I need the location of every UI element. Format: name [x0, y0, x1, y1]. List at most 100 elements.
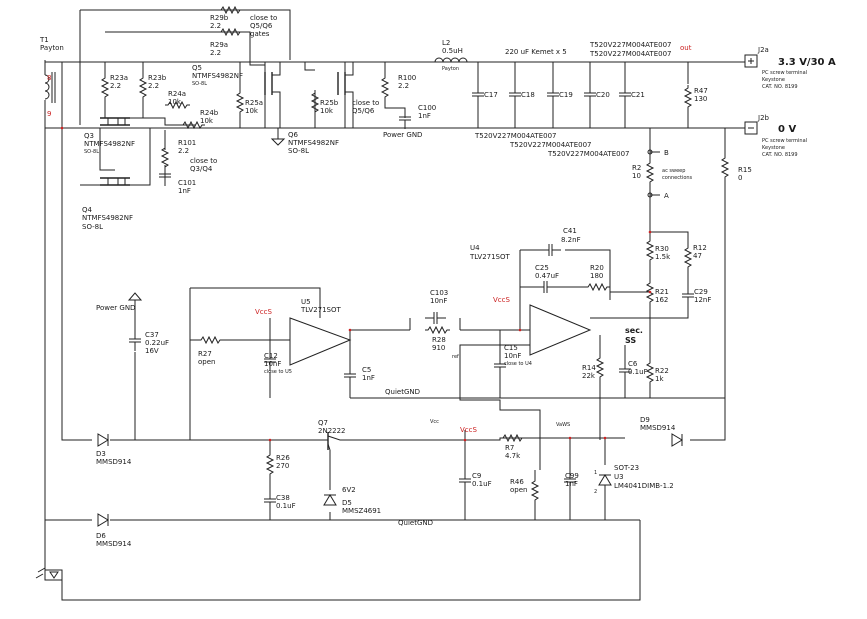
diode-d6 — [97, 513, 109, 527]
resistor-r47 — [684, 84, 692, 111]
q7-ref: Q7 — [318, 419, 328, 427]
j2b-d2: Keystone — [762, 145, 785, 151]
r20-ref: R20 — [590, 264, 604, 272]
j2a-ref: J2a — [757, 46, 769, 54]
q3-ref: Q3 — [84, 132, 94, 140]
tp-a: A — [664, 192, 669, 200]
c9-ref: C9 — [472, 472, 481, 480]
resistor-r23a — [101, 74, 109, 101]
u5-val: TLV271SOT — [300, 306, 342, 314]
d5-ref: D5 — [342, 499, 352, 507]
r20-val: 180 — [590, 272, 603, 280]
c15-note: close to U4 — [504, 361, 532, 367]
q4-pkg: SO-8L — [82, 223, 103, 231]
capacitor-c41 — [539, 243, 562, 257]
qgnd1: QuietGND — [385, 388, 420, 396]
terminal-j2b — [744, 121, 758, 135]
reference-u3 — [598, 474, 612, 486]
r47-val: 130 — [694, 95, 707, 103]
r29a-val: 2.2 — [210, 49, 221, 57]
c29-val: 12nF — [694, 296, 711, 304]
sec-label: sec. — [625, 326, 643, 335]
capacitor-c18 — [508, 83, 522, 106]
r30-val: 1.5k — [655, 253, 671, 261]
c38-val: 0.1uF — [276, 502, 296, 510]
t520-bot1: T520V227M004ATE007 — [474, 132, 557, 140]
vaws-label: VaWS — [556, 422, 570, 428]
c101-val: 1nF — [178, 187, 191, 195]
r24b-val: 10k — [200, 117, 214, 125]
r29-note2: Q5/Q6 — [250, 22, 273, 30]
resistor-r30 — [646, 237, 654, 264]
sot23: SOT-23 — [614, 464, 639, 472]
resistor-r22 — [646, 359, 654, 386]
q34-note1: close to — [190, 157, 217, 165]
r23a-val: 2.2 — [110, 82, 121, 90]
t1-val: Payton — [40, 44, 64, 52]
r22-ref: R22 — [655, 367, 669, 375]
u3-p1: 1 — [594, 470, 597, 476]
c12-note: close to U5 — [264, 369, 292, 375]
q6-val: NTMFS4982NF — [288, 139, 339, 147]
q56-note2: Q5/Q6 — [352, 107, 375, 115]
t1-p9: 9 — [47, 110, 51, 118]
c38-ref: C38 — [276, 494, 290, 502]
power-gnd-symbol — [271, 134, 285, 146]
diode-d9 — [671, 433, 683, 447]
r12-ref: R12 — [693, 244, 707, 252]
r25a-val: 10k — [245, 107, 259, 115]
ref-label: ref — [452, 354, 459, 360]
resistor-r15 — [721, 154, 729, 181]
resistor-r2 — [646, 159, 654, 186]
r25b-ref: R25b — [320, 99, 339, 107]
c15-val: 10nF — [504, 352, 521, 360]
c9-val: 0.1uF — [472, 480, 492, 488]
u3-p2: 2 — [594, 489, 597, 495]
capacitor-c9 — [458, 469, 472, 492]
r28-ref: R28 — [432, 336, 446, 344]
capacitor-c37 — [128, 329, 142, 352]
r24b-ref: R24b — [200, 109, 219, 117]
diode-d3 — [97, 433, 109, 447]
r46-val: open — [510, 486, 527, 494]
q7-val: 2N2222 — [318, 427, 346, 435]
c12-val: 10nF — [264, 360, 281, 368]
d3-ref: D3 — [96, 450, 106, 458]
r26-ref: R26 — [276, 454, 290, 462]
r15-val: 0 — [738, 174, 742, 182]
c25-ref: C25 — [535, 264, 549, 272]
r7-ref: R7 — [505, 444, 514, 452]
resistor-r23b — [139, 74, 147, 101]
r25b-val: 10k — [320, 107, 334, 115]
r7-val: 4.7k — [505, 452, 521, 460]
components — [35, 6, 758, 581]
d6-ref: D6 — [96, 532, 106, 540]
capacitor-c25 — [534, 280, 557, 294]
u3-val: LM4041DIMB-1.2 — [614, 482, 674, 490]
q56-note1: close to — [352, 99, 379, 107]
t520-bot3: T520V227M004ATE007 — [547, 150, 630, 158]
c101-ref: C101 — [178, 179, 196, 187]
c37-volt: 16V — [145, 347, 159, 355]
ac-sweep1: ac sweep — [662, 168, 685, 174]
c19: C19 — [559, 91, 573, 99]
r2-ref: R2 — [632, 164, 641, 172]
j2b-ref: J2b — [757, 114, 770, 122]
d9-ref: D9 — [640, 416, 650, 424]
vccs1: VccS — [255, 308, 272, 316]
r24a-val: 10k — [168, 98, 182, 106]
z6v2: 6V2 — [342, 486, 356, 494]
r27-ref: R27 — [198, 350, 212, 358]
capacitor-c100 — [398, 107, 412, 130]
vccs3: VccS — [460, 426, 477, 434]
capacitor-c19 — [546, 83, 560, 106]
l2-val: 0.5uH — [442, 47, 463, 55]
q6-ref: Q6 — [288, 131, 299, 139]
t1-p8: 8 — [47, 74, 51, 82]
power-gnd-up-symbol — [127, 292, 143, 301]
d3-val: MMSD914 — [96, 458, 132, 466]
vcc-label: Vcc — [430, 419, 439, 425]
out-label: out — [680, 44, 692, 52]
c103-val: 10nF — [430, 297, 447, 305]
